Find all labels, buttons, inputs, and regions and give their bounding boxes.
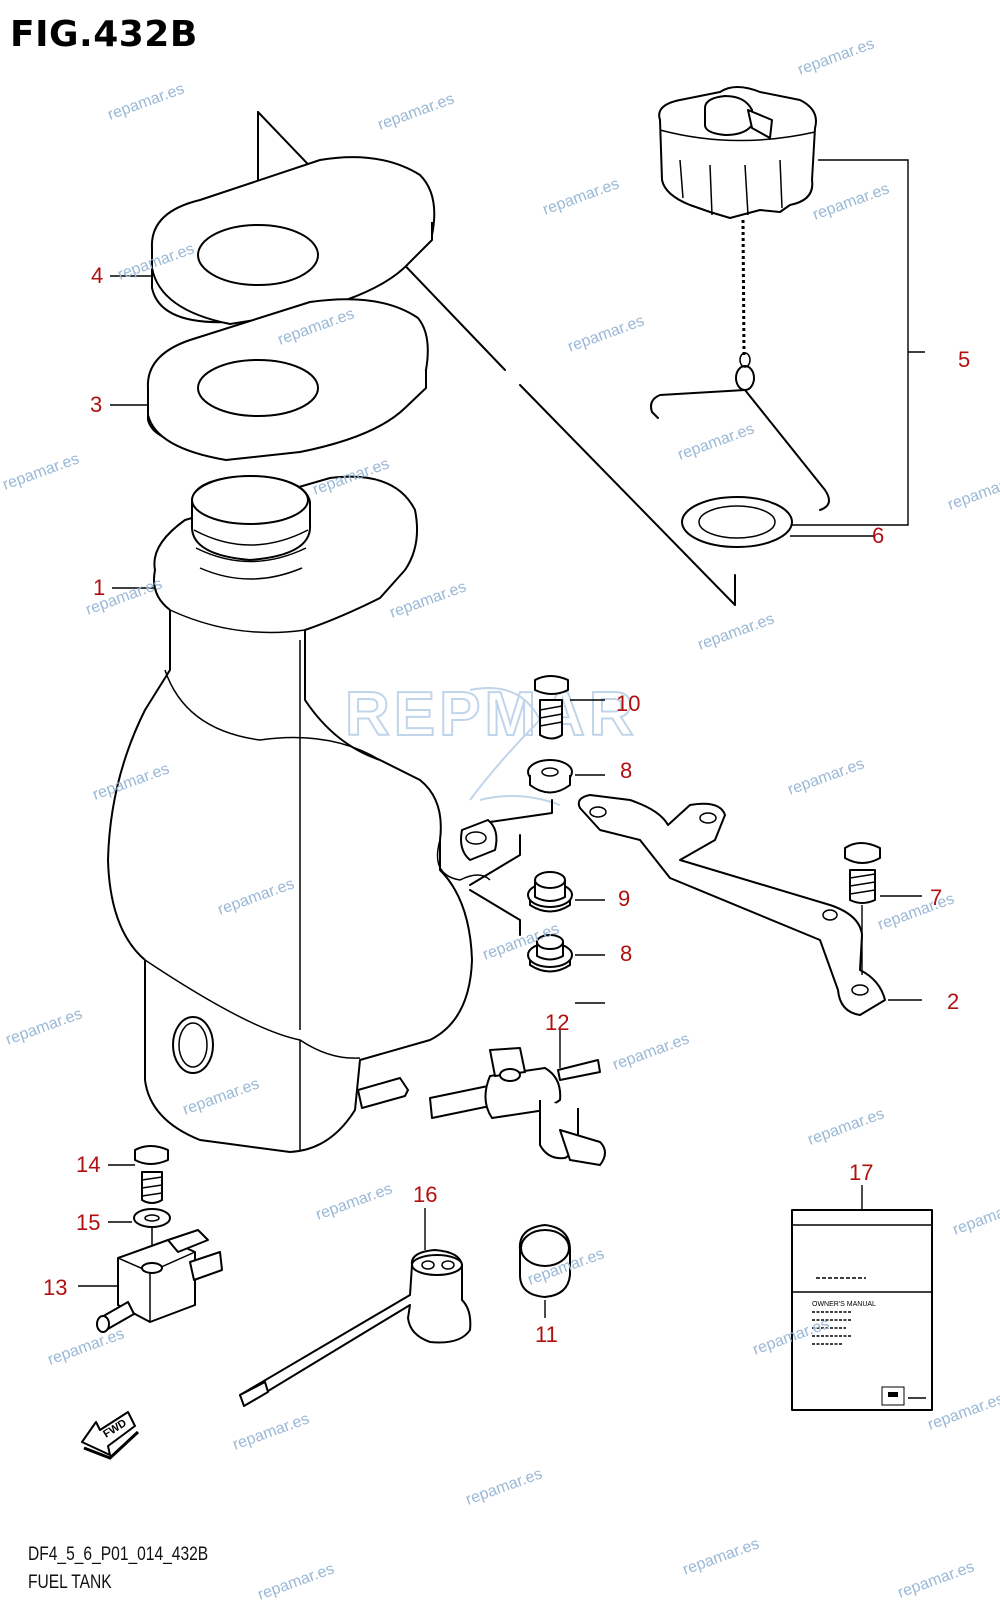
left-leaders	[110, 275, 875, 1004]
callout-17: 17	[849, 1160, 873, 1185]
watermark-text: repamar.es	[4, 1005, 85, 1048]
callout-13: 13	[43, 1275, 67, 1300]
callout-6: 6	[872, 523, 884, 548]
callout-11: 11	[535, 1322, 558, 1347]
callout-8-upper: 8	[620, 758, 632, 783]
part-14-bolt	[108, 1145, 169, 1204]
figure-caption: FUEL TANK	[28, 1572, 112, 1593]
watermark-text: repamar.es	[681, 1535, 762, 1578]
callout-12: 12	[545, 1010, 569, 1035]
watermark-text: repamar.es	[786, 755, 867, 798]
callout-5: 5	[958, 347, 970, 372]
callout-9: 9	[618, 886, 630, 911]
part-13-connector	[78, 1229, 223, 1333]
watermark-text: repamar.es	[464, 1465, 545, 1508]
watermark-text: repamar.es	[231, 1410, 312, 1453]
part-10-bolt	[534, 675, 605, 740]
fwd-arrow: FWD	[81, 1411, 140, 1460]
part-8-washer-lower	[527, 934, 605, 973]
manual-heading: OWNER'S MANUAL	[812, 1301, 876, 1308]
part-16-sender	[239, 1208, 472, 1407]
watermark-text: repamar.es	[876, 890, 957, 933]
part-6-seal-ring	[681, 496, 793, 548]
watermark-logo: REPMAR	[344, 679, 638, 806]
part-1-fuel-tank	[107, 475, 521, 1153]
part-12-fuel-valve	[429, 1030, 606, 1166]
watermark-text: repamar.es	[376, 90, 457, 133]
part-15-washer	[108, 1208, 171, 1262]
watermark-text: repamar.es	[388, 578, 469, 621]
part-3-gasket	[146, 298, 429, 461]
callout-3: 3	[90, 392, 102, 417]
callout-7: 7	[930, 885, 942, 910]
callout-2: 2	[947, 989, 959, 1014]
part-7-bolt	[844, 842, 922, 975]
callout-14: 14	[76, 1152, 100, 1177]
callout-16: 16	[413, 1182, 437, 1207]
part-4-gasket	[150, 156, 436, 325]
watermark-text: repamar.es	[951, 1195, 1000, 1238]
watermark-text: repamar.es	[314, 1180, 395, 1223]
watermark-text: repamar.es	[1, 450, 82, 493]
part-8-washer-upper	[489, 759, 605, 823]
watermark-text: repamar.es	[106, 80, 187, 123]
callout-1: 1	[93, 575, 105, 600]
watermark-text: repamar.es	[806, 1105, 887, 1148]
callout-layer: 1 2 3 4 5 6 7 8 9 8 10 11 12 13 14 15 16…	[43, 263, 970, 1347]
part-2-bracket	[577, 794, 922, 1016]
watermark-text: repamar.es	[611, 1030, 692, 1073]
watermark-text: repamar.es	[926, 1390, 1000, 1433]
part-11-filter	[518, 1224, 571, 1318]
part-5-fuel-cap	[650, 86, 925, 526]
watermark-text: repamar.es	[256, 1560, 337, 1600]
figure-title: FIG.432B	[10, 14, 198, 55]
watermark-text: repamar.es	[541, 175, 622, 218]
watermark-text: repamar.es	[676, 420, 757, 463]
watermark-text: repamar.es	[811, 180, 892, 223]
watermark-text: repamar.es	[696, 610, 777, 653]
part-9-grommet	[527, 871, 605, 913]
callout-10: 10	[616, 691, 640, 716]
callout-15: 15	[76, 1210, 100, 1235]
figure-code: DF4_5_6_P01_014_432B	[28, 1544, 209, 1565]
watermark-text: repamar.es	[46, 1325, 127, 1368]
watermark-text: repamar.es	[566, 312, 647, 355]
callout-8-lower: 8	[620, 941, 632, 966]
svg-text:REPMAR: REPMAR	[345, 680, 638, 749]
watermark-text: repamar.es	[796, 35, 877, 78]
part-17-owners-manual: OWNER'S MANUAL	[791, 1185, 933, 1411]
watermark-text: repamar.es	[946, 470, 1000, 513]
watermark-text: repamar.es	[896, 1558, 977, 1600]
callout-4: 4	[91, 263, 103, 288]
